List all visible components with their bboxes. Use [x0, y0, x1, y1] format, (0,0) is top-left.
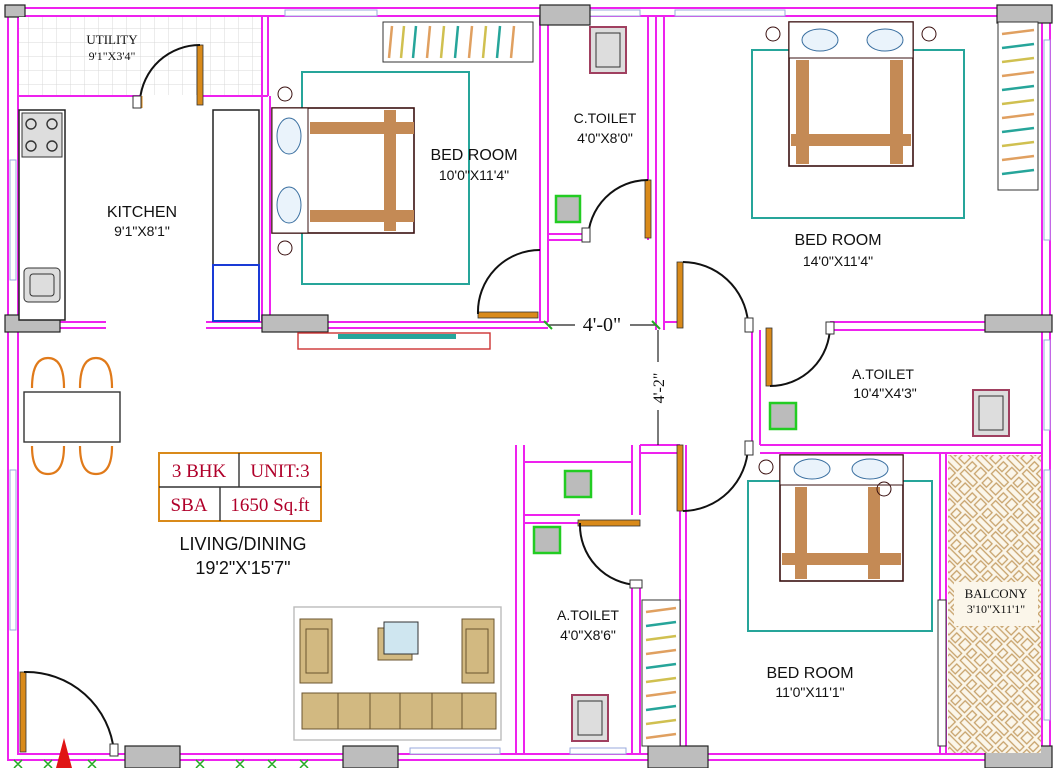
- windows: [9, 9, 1051, 755]
- utility-floor: [19, 17, 261, 95]
- c-toilet-dim: 4'0"X8'0": [577, 130, 633, 146]
- lamp-icon: [876, 481, 892, 497]
- entrance-arrow-icon: [56, 738, 72, 768]
- bedroom2-dim: 14'0"X11'4": [803, 253, 873, 269]
- a-toilet1-shower: [972, 389, 1010, 437]
- lamp-icon: [758, 459, 774, 475]
- fridge-icon: [212, 264, 260, 322]
- dimension-horizontal: 4'-0": [583, 314, 621, 336]
- bedroom3-door: [676, 440, 754, 512]
- bedroom1-dim: 10'0"X11'4": [439, 167, 509, 183]
- c-toilet-door: [581, 179, 652, 243]
- main-door: [19, 670, 119, 757]
- sofa-set: [293, 606, 502, 741]
- lamp-icon: [277, 86, 293, 102]
- utility-label: UTILITY: [86, 32, 138, 47]
- info-sba-label: SBA: [171, 495, 208, 516]
- a-toilet1-dim: 10'4"X4'3": [853, 385, 917, 401]
- a-toilet2-dim: 4'0"X8'6": [560, 627, 616, 643]
- living-dim: 19'2"X'15'7": [195, 558, 290, 578]
- bedroom2-wardrobe: [997, 21, 1039, 191]
- kitchen-counter: [18, 109, 66, 321]
- bedroom1-door: [476, 249, 541, 319]
- columns: [4, 4, 1053, 768]
- bedroom1-bed: [271, 86, 415, 256]
- a-toilet1-fixture: [768, 401, 798, 431]
- wardrobe-hangers: [1001, 28, 1035, 176]
- dimension-vertical: 4'-2": [651, 373, 668, 404]
- c-toilet-label: C.TOILET: [574, 110, 637, 126]
- balcony-label: BALCONY: [965, 586, 1028, 601]
- a-toilet2-shower: [571, 694, 609, 742]
- a-toilet2-label: A.TOILET: [557, 607, 619, 623]
- bedroom3-label: BED ROOM: [766, 665, 853, 682]
- bedroom2-label: BED ROOM: [794, 232, 881, 249]
- a-toilet2-door: [577, 519, 643, 589]
- grill-marks: [13, 759, 309, 768]
- a-toilet1-door: [765, 321, 835, 387]
- balcony-dim: 3'10"X11'1": [967, 602, 1025, 616]
- bedroom3-dim: 11'0"X11'1": [775, 684, 844, 700]
- bedroom2-door: [676, 261, 754, 333]
- lamp-icon: [277, 240, 293, 256]
- wardrobe-hangers: [645, 606, 677, 740]
- utility-door: [132, 43, 204, 109]
- a-toilet2-fixture-top: [563, 469, 593, 499]
- lamp-icon: [765, 26, 781, 42]
- dimension-lines: [543, 320, 661, 445]
- kitchen-label: KITCHEN: [107, 204, 177, 221]
- living-label: LIVING/DINING: [179, 534, 306, 554]
- sink-icon: [23, 267, 61, 303]
- info-sba-value: 1650 Sq.ft: [230, 495, 310, 516]
- bedroom3-bed: [758, 454, 904, 582]
- utility-dim: 9'1"X3'4": [89, 49, 136, 63]
- outer-wall-inner: [17, 15, 1043, 755]
- c-toilet-shower: [589, 26, 627, 74]
- info-unit: UNIT:3: [250, 461, 309, 482]
- info-box: 3 BHK UNIT:3 SBA 1650 Sq.ft: [158, 452, 322, 522]
- a-toilet1-label: A.TOILET: [852, 366, 914, 382]
- kitchen-dim: 9'1"X8'1": [114, 223, 170, 239]
- lamp-icon: [921, 26, 937, 42]
- dining-set: [23, 356, 121, 476]
- bedroom1-label: BED ROOM: [430, 147, 517, 164]
- info-type: 3 BHK: [172, 461, 227, 482]
- a-toilet2-fixture: [532, 525, 562, 555]
- bedroom2-bed: [765, 21, 937, 167]
- c-toilet-fixture: [554, 194, 582, 224]
- wardrobe-hangers: [387, 25, 516, 59]
